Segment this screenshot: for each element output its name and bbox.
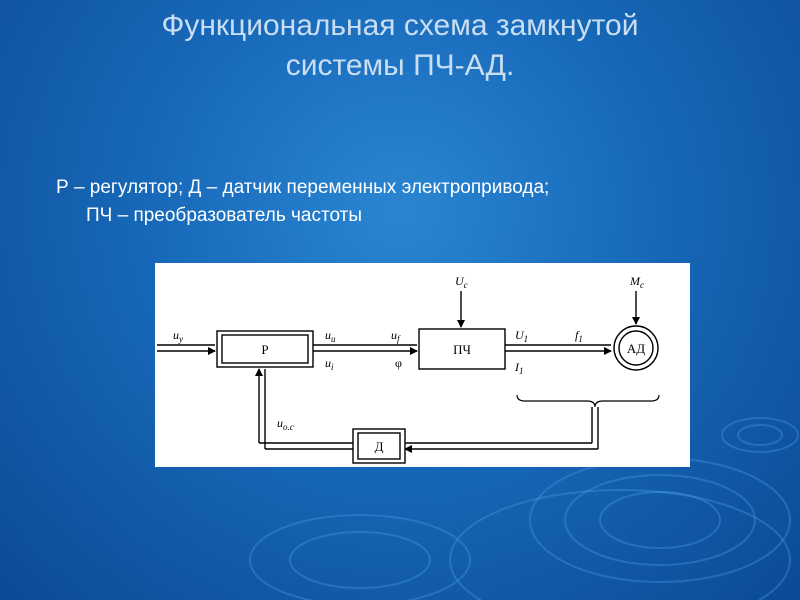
input-signal-line bbox=[157, 344, 216, 355]
legend-line-1: Р – регулятор; Д – датчик переменных эле… bbox=[56, 177, 550, 198]
motor-label: АД bbox=[627, 341, 645, 356]
signal-f1-label: f1 bbox=[575, 328, 583, 344]
sensor-block: Д bbox=[352, 428, 406, 464]
regulator-label: Р bbox=[261, 342, 268, 357]
regulator-output-line bbox=[313, 344, 418, 355]
slide-title-line-2: системы ПЧ-АД. bbox=[285, 49, 515, 82]
feedback-line-to-regulator bbox=[255, 368, 353, 450]
legend-line-2: ПЧ – преобразователь частоты bbox=[86, 205, 362, 226]
signal-uoc-label: uо.с bbox=[277, 416, 294, 432]
signal-uy-label: uу bbox=[173, 328, 183, 344]
signal-phi-label: φ bbox=[395, 356, 402, 370]
block-diagram: Р ПЧ АД bbox=[155, 263, 690, 467]
converter-block: ПЧ bbox=[418, 328, 506, 370]
signal-u1-label: U1 bbox=[515, 328, 528, 344]
signal-ui-label: ui bbox=[325, 356, 334, 372]
signal-mc-label: Mс bbox=[629, 274, 644, 290]
regulator-block: Р bbox=[216, 330, 314, 368]
block-diagram-svg: Р ПЧ АД bbox=[157, 274, 660, 464]
motor-block: АД bbox=[613, 325, 659, 371]
signal-uf-label: uf bbox=[391, 328, 401, 344]
slide-title-line-1: Функциональная схема замкнутой bbox=[161, 9, 639, 42]
converter-label: ПЧ bbox=[453, 342, 471, 357]
slide-legend: Р – регулятор; Д – датчик переменных эле… bbox=[56, 174, 776, 230]
measurement-brace bbox=[516, 394, 660, 408]
slide-title: Функциональная схема замкнутой системы П… bbox=[0, 6, 800, 86]
signal-i1-label: I1 bbox=[514, 360, 524, 376]
sensor-label: Д bbox=[375, 439, 384, 454]
signal-uu-label: uu bbox=[325, 328, 336, 344]
converter-output-line bbox=[505, 344, 612, 355]
signal-uc-label: Uс bbox=[455, 274, 468, 290]
feedback-line-to-sensor bbox=[404, 407, 599, 453]
